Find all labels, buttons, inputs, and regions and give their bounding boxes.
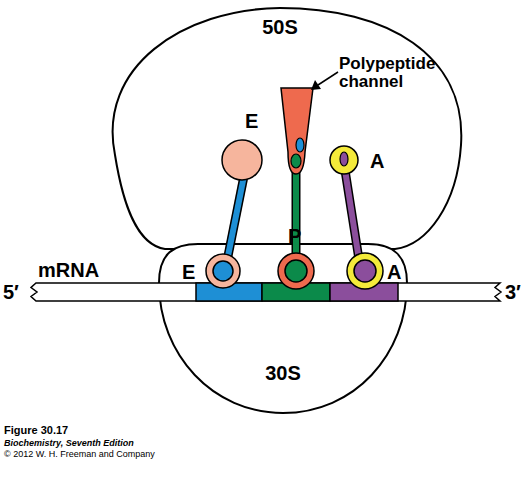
credit-line: Biochemistry, Seventh Edition bbox=[4, 439, 134, 448]
site-letter: E bbox=[245, 111, 258, 132]
site-letter: P bbox=[288, 226, 301, 247]
callout-label: Polypeptide channel bbox=[339, 55, 449, 91]
subunit-label: 50S bbox=[95, 17, 465, 37]
strand-end: 3′ bbox=[505, 282, 521, 303]
ribosome-subunit: 50S bbox=[95, 5, 465, 250]
subunit-shape bbox=[159, 244, 407, 413]
credit-line: © 2012 W. H. Freeman and Company bbox=[4, 450, 155, 459]
subunit-label: 30S bbox=[158, 363, 408, 383]
subunit-shape bbox=[113, 8, 462, 249]
site-letter: E bbox=[182, 262, 195, 283]
subunit-outline bbox=[158, 243, 408, 415]
subunit-outline bbox=[95, 5, 465, 250]
strand-label: mRNA bbox=[38, 260, 99, 281]
site-letter: A bbox=[387, 262, 401, 283]
site-letter: A bbox=[370, 151, 384, 172]
figure-caption: Figure 30.17 bbox=[4, 425, 68, 437]
strand-end: 5′ bbox=[3, 282, 19, 303]
ribosome-subunit: 30S bbox=[158, 243, 408, 415]
